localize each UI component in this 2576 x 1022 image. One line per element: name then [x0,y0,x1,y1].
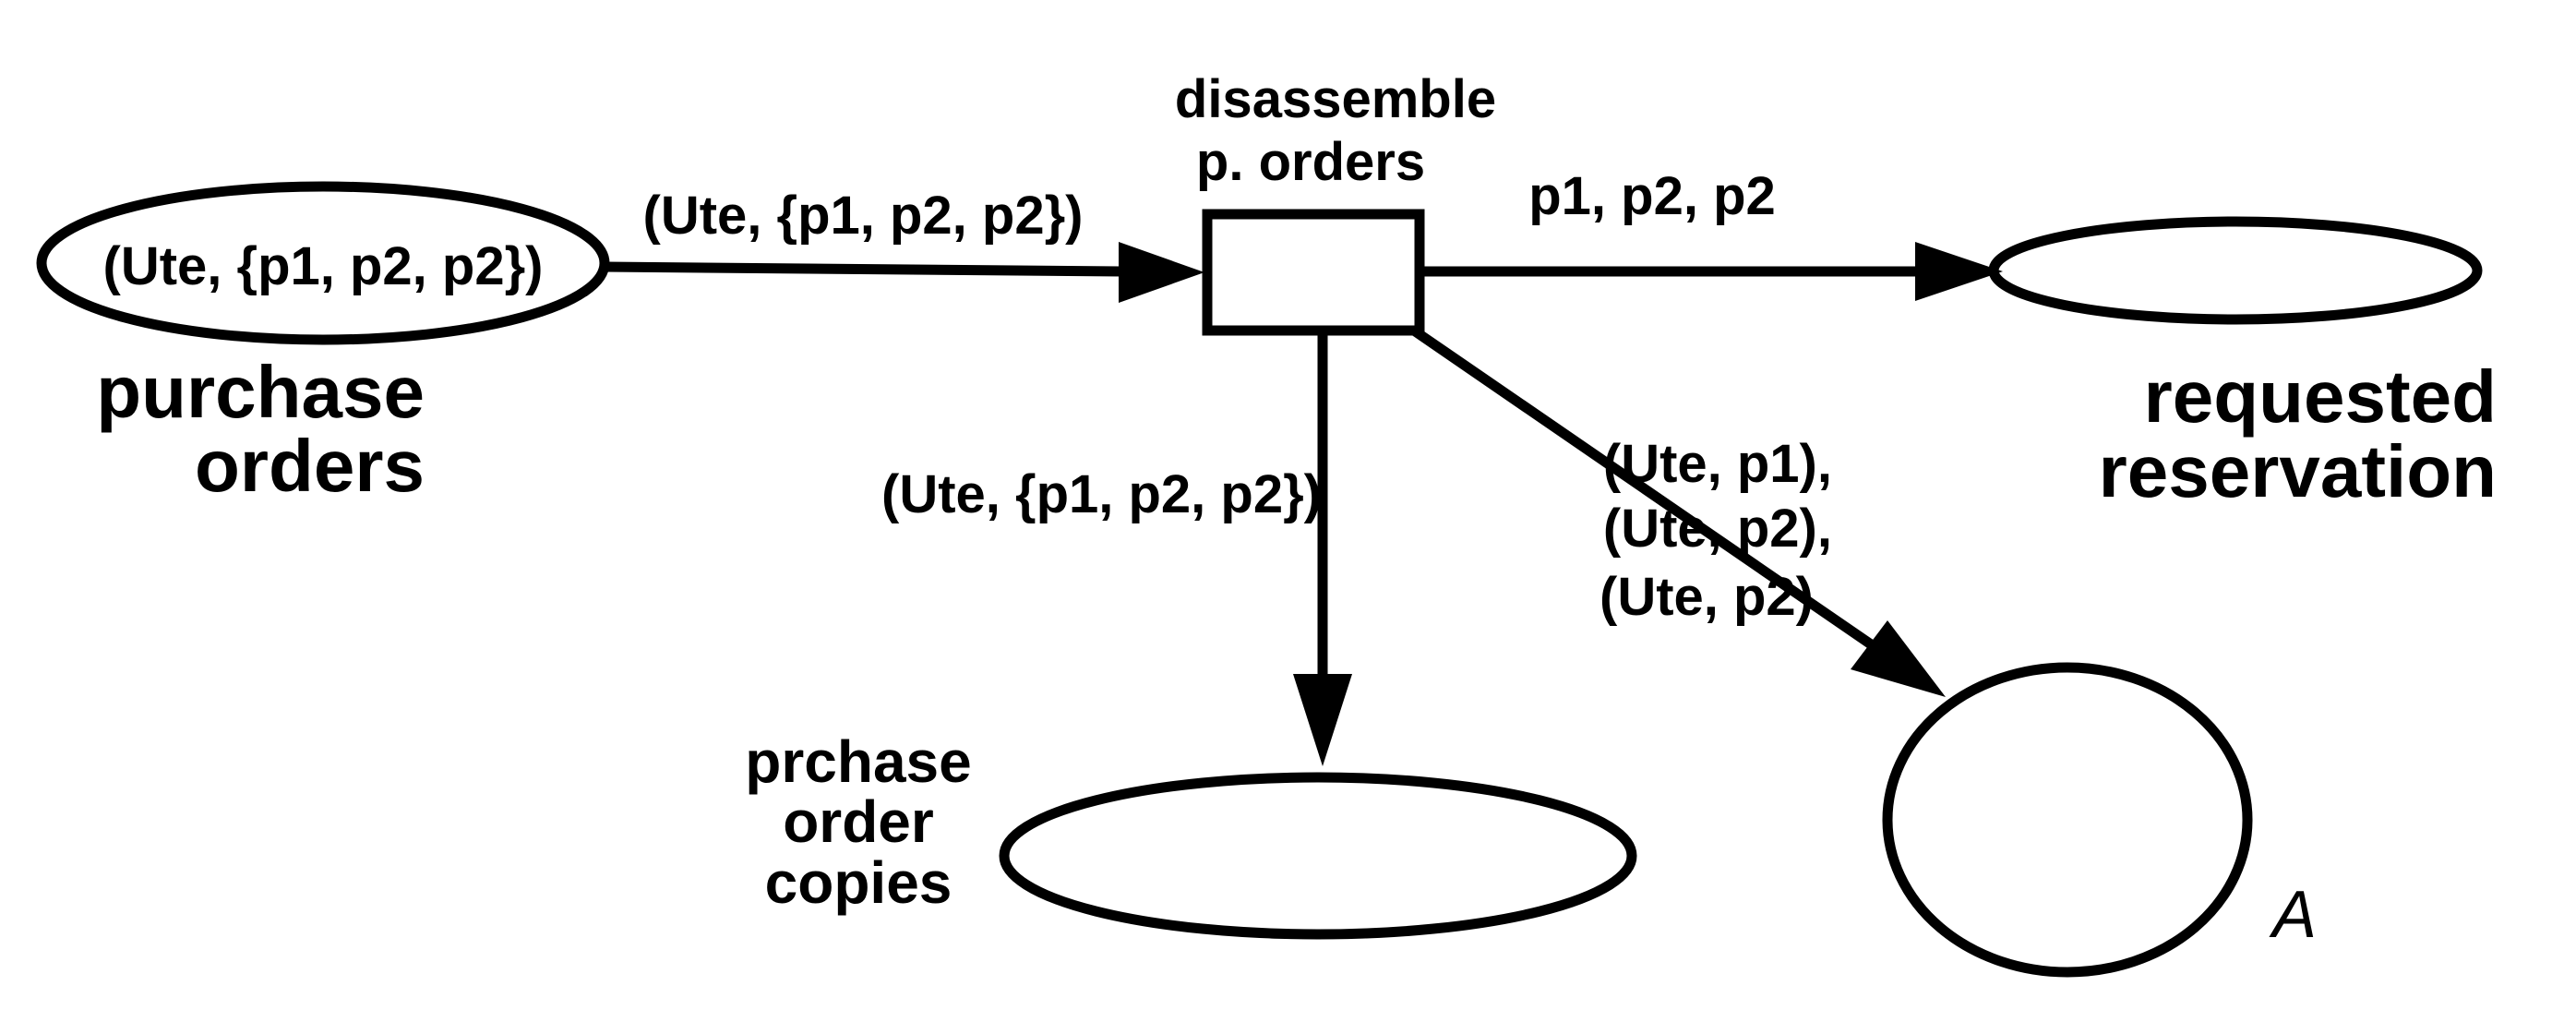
place-purchase-orders[interactable]: (Ute, {p1, p2, p2}) [36,181,610,345]
arc-to-copies-inscription: (Ute, {p1, p2, p2}) [881,464,1322,524]
place-requested-reservation[interactable] [1988,216,2483,325]
arrowhead-icon [1851,620,1946,697]
place-purchase-orders-label-line1: purchase [96,351,425,433]
transition-label-line2: p. orders [1196,132,1425,192]
arc-to-a-inscription-line2: (Ute, p2), [1603,499,1832,559]
place-copies-label-line3: copies [765,849,953,916]
place-copies-label-line1: prchase [745,728,971,795]
arc-transition-to-requested-reservation[interactable] [1420,242,2003,301]
arrowhead-icon [1293,674,1352,766]
arrowhead-icon [1915,242,2003,301]
arc-to-a-inscription-line3: (Ute, p2) [1600,567,1814,627]
place-requested-reservation-label-line1: requested [2144,355,2497,438]
arc-to-reservation-inscription: p1, p2, p2 [1528,166,1776,226]
arc-to-a-inscription-line1: (Ute, p1), [1603,434,1832,494]
arc-transition-to-purchase-order-copies[interactable] [1293,331,1352,766]
transition-disassemble-p-orders[interactable] [1202,209,1425,336]
place-copies-label-line2: order [783,788,934,855]
place-a-label: A [2269,878,2317,952]
arc-purchase-orders-to-transition[interactable] [604,242,1204,303]
place-purchase-orders-token: (Ute, {p1, p2, p2}) [103,236,544,296]
place-purchase-orders-label-line2: orders [195,425,425,507]
arrowhead-icon [1119,242,1204,303]
transition-label-line1: disassemble [1175,69,1496,129]
place-purchase-order-copies[interactable] [999,772,1637,940]
arc-transition-to-place-a[interactable] [1410,326,1946,697]
place-a[interactable] [1882,662,2253,978]
arc-in-inscription: (Ute, {p1, p2, p2}) [643,186,1084,246]
place-requested-reservation-label-line2: reservation [2099,430,2497,512]
